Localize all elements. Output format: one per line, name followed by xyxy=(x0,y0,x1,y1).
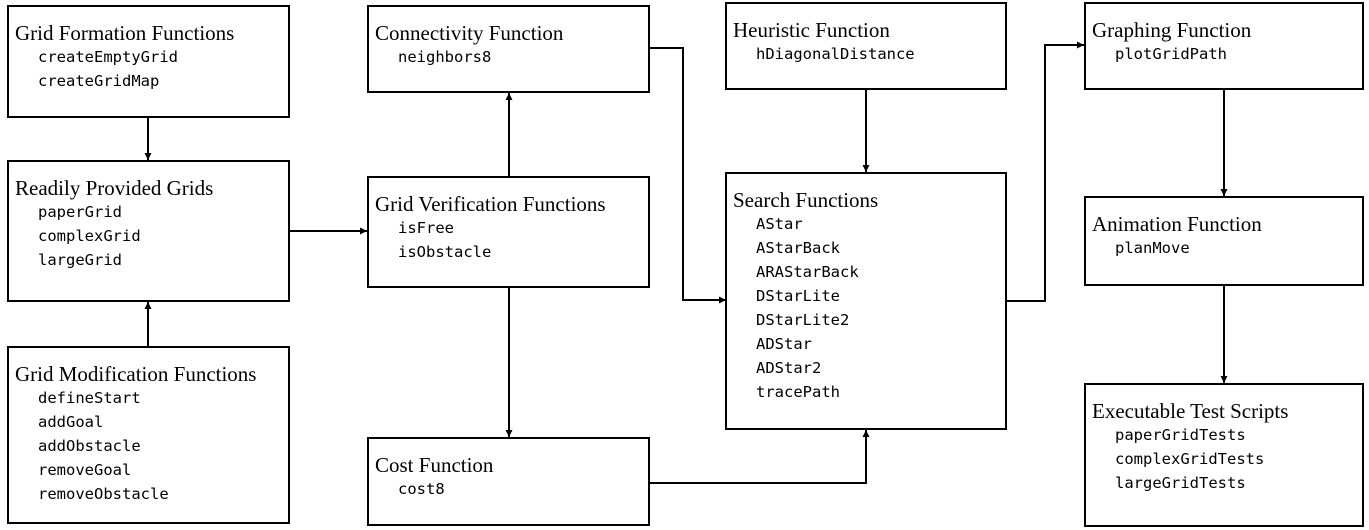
function-name: addGoal xyxy=(38,413,104,431)
graphing-box: Graphing Function plotGridPath xyxy=(1084,2,1364,90)
connectivity-title: Connectivity Function xyxy=(375,21,564,45)
function-name: isObstacle xyxy=(398,243,492,261)
animation-box: Animation Function planMove xyxy=(1084,196,1364,286)
function-name: DStarLite xyxy=(756,287,840,305)
grid-modification-box: Grid Modification Functions defineStart … xyxy=(7,346,290,524)
arrow-cost-to-search xyxy=(649,430,870,484)
function-name: ADStar2 xyxy=(756,359,822,377)
test-scripts-box: Executable Test Scripts paperGridTests c… xyxy=(1084,383,1364,527)
function-name: AStar xyxy=(756,215,803,233)
function-name: AStarBack xyxy=(756,239,840,257)
function-name: largeGrid xyxy=(38,251,122,269)
function-name: complexGrid xyxy=(38,227,141,245)
function-name: removeGoal xyxy=(38,461,132,479)
function-name: paperGrid xyxy=(38,203,122,221)
arrow-connectivity-to-search xyxy=(649,47,726,304)
function-name: removeObstacle xyxy=(38,485,169,503)
graphing-title: Graphing Function xyxy=(1092,18,1252,42)
function-name: paperGridTests xyxy=(1115,426,1246,444)
function-name: largeGridTests xyxy=(1115,474,1246,492)
function-name: plotGridPath xyxy=(1115,45,1227,63)
function-name: ADStar xyxy=(756,335,812,353)
grid-verification-title: Grid Verification Functions xyxy=(375,192,606,216)
animation-title: Animation Function xyxy=(1092,212,1262,236)
function-name: defineStart xyxy=(38,389,141,407)
heuristic-box: Heuristic Function hDiagonalDistance xyxy=(725,2,1007,90)
search-box: Search Functions AStar AStarBack ARAStar… xyxy=(725,172,1007,430)
test-scripts-title: Executable Test Scripts xyxy=(1092,399,1289,423)
readily-provided-box: Readily Provided Grids paperGrid complex… xyxy=(7,160,290,302)
function-name: createGridMap xyxy=(38,72,160,90)
search-title: Search Functions xyxy=(733,188,879,212)
cost-title: Cost Function xyxy=(375,453,494,477)
grid-formation-title: Grid Formation Functions xyxy=(15,21,235,45)
grid-modification-title: Grid Modification Functions xyxy=(15,362,257,386)
function-name: complexGridTests xyxy=(1115,450,1265,468)
connectivity-box: Connectivity Function neighbors8 xyxy=(367,5,650,93)
function-name: isFree xyxy=(398,219,454,237)
cost-box: Cost Function cost8 xyxy=(367,437,650,526)
function-name: DStarLite2 xyxy=(756,311,850,329)
function-name: addObstacle xyxy=(38,437,141,455)
grid-verification-box: Grid Verification Functions isFree isObs… xyxy=(367,176,650,288)
function-name: hDiagonalDistance xyxy=(756,45,915,63)
function-name: tracePath xyxy=(756,383,840,401)
function-name: neighbors8 xyxy=(398,48,492,66)
readily-provided-title: Readily Provided Grids xyxy=(15,176,214,200)
function-name: createEmptyGrid xyxy=(38,48,178,66)
function-name: cost8 xyxy=(398,480,445,498)
arrow-search-to-graphing xyxy=(1006,41,1084,302)
heuristic-title: Heuristic Function xyxy=(733,18,890,42)
function-name: ARAStarBack xyxy=(756,263,859,281)
grid-formation-box: Grid Formation Functions createEmptyGrid… xyxy=(7,5,290,118)
function-name: planMove xyxy=(1115,239,1190,257)
